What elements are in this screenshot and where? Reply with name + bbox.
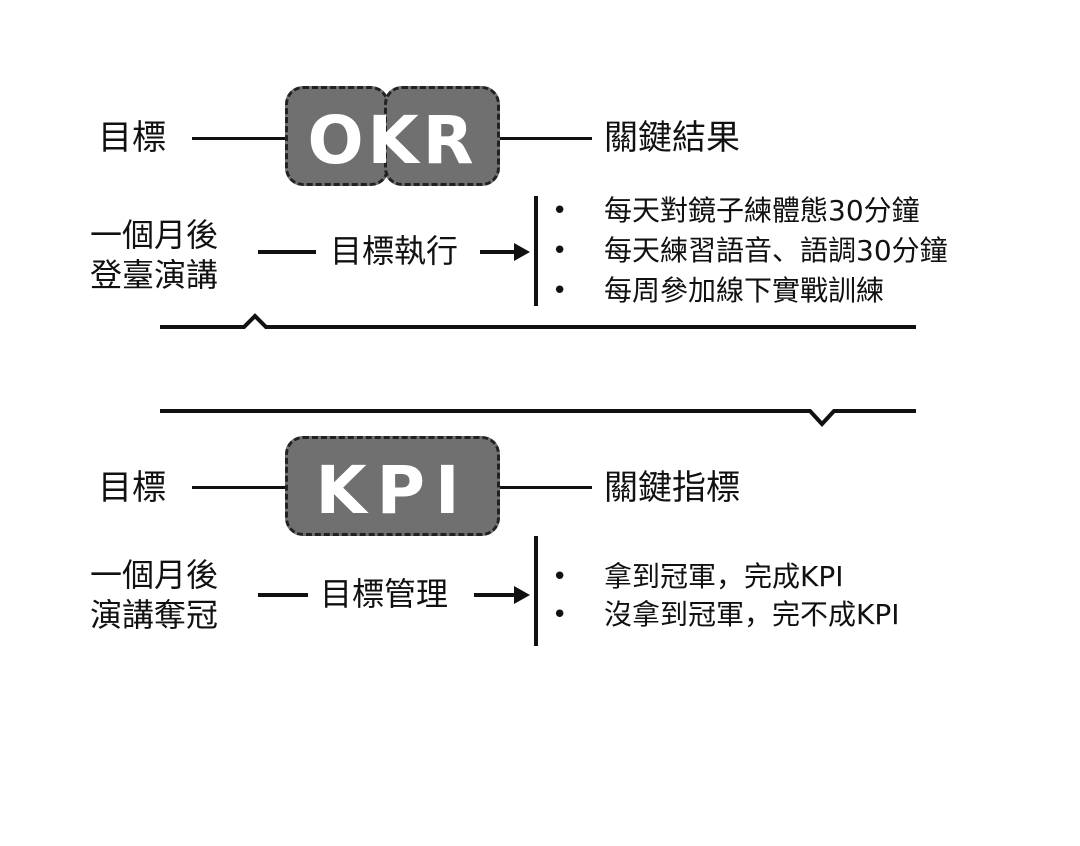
okr-result-connector	[500, 137, 592, 140]
kpi-bullet-2: •	[552, 600, 568, 630]
okr-bullet-2: •	[552, 236, 568, 266]
kpi-item-1: 拿到冠軍，完成KPI	[604, 560, 844, 593]
okr-box-left-segment	[285, 86, 389, 186]
kpi-middle-label: 目標管理	[320, 575, 449, 613]
kpi-arrow-head	[514, 586, 530, 604]
okr-item-2: 每天練習語音、語調30分鐘	[604, 234, 948, 267]
kpi-result-label: 關鍵指標	[604, 468, 740, 508]
okr-goal-connector	[192, 137, 288, 140]
kpi-goal-connector	[192, 486, 288, 489]
okr-left-line1: 一個月後	[90, 216, 219, 254]
okr-arrow-shaft	[480, 250, 520, 254]
kpi-result-connector	[500, 486, 592, 489]
kpi-bullet-1: •	[552, 562, 568, 592]
kpi-arrow-shaft	[474, 593, 520, 597]
okr-left-line2: 登臺演講	[90, 256, 219, 294]
okr-bracket-bar	[534, 196, 538, 306]
kpi-bracket-bar	[534, 536, 538, 646]
kpi-left-line2: 演講奪冠	[90, 596, 219, 634]
kpi-middle-connector	[258, 593, 308, 597]
kpi-goal-label: 目標	[98, 468, 166, 508]
kpi-item-2: 沒拿到冠軍，完不成KPI	[604, 598, 900, 631]
okr-box-right-segment	[384, 86, 500, 186]
okr-item-1: 每天對鏡子練體態30分鐘	[604, 194, 920, 227]
kpi-left-line1: 一個月後	[90, 556, 219, 594]
okr-item-3: 每周參加線下實戰訓練	[604, 274, 885, 307]
okr-box-label: OKR	[307, 102, 478, 179]
okr-bullet-3: •	[552, 276, 568, 306]
okr-result-label: 關鍵結果	[604, 118, 740, 158]
okr-goal-label: 目標	[98, 118, 166, 158]
okr-arrow-head	[514, 243, 530, 261]
okr-bottom-divider	[160, 313, 916, 329]
kpi-top-divider	[160, 409, 916, 427]
kpi-box	[285, 436, 500, 536]
okr-middle-connector	[258, 250, 316, 254]
okr-middle-label: 目標執行	[330, 232, 459, 270]
okr-bullet-1: •	[552, 196, 568, 226]
kpi-box-label: KPI	[315, 452, 470, 529]
